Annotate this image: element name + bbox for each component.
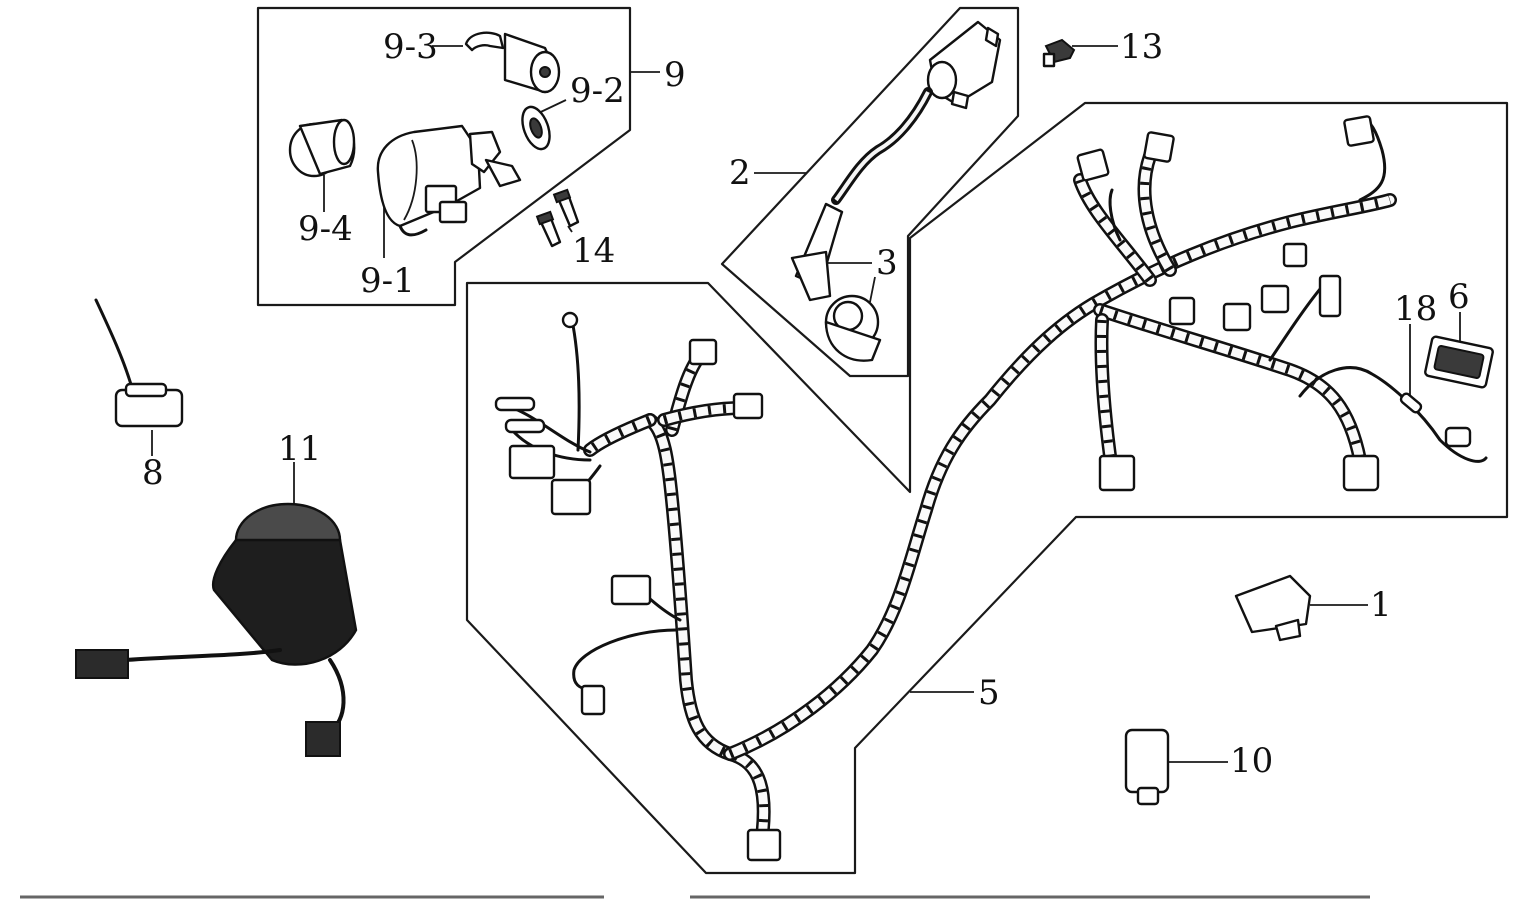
callout-8: 8 (142, 453, 164, 493)
callout-11: 11 (278, 429, 321, 469)
bulb-10 (1124, 728, 1170, 806)
bolt (1042, 38, 1076, 68)
callout-10: 10 (1230, 741, 1273, 781)
callout-5: 5 (978, 673, 1000, 713)
sensor-8 (94, 298, 184, 428)
plug-cap (790, 202, 882, 362)
callout-2: 2 (729, 153, 751, 193)
callout-14: 14 (572, 231, 615, 271)
washer-ring (521, 105, 551, 151)
callout-9-4: 9-4 (298, 209, 353, 249)
ignition-coil-group-frame (720, 6, 1020, 378)
screws (535, 188, 580, 248)
callout-18: 18 (1394, 289, 1437, 329)
ignition-switch-group-frame (256, 6, 632, 307)
harness-connectors (494, 115, 1494, 862)
callout-9-3: 9-3 (383, 27, 438, 67)
switch-cap (288, 118, 356, 178)
ignition-switch-body (376, 124, 522, 237)
fuse-box-1 (1234, 574, 1312, 642)
callout-1: 1 (1370, 585, 1392, 625)
ignition-coil (926, 20, 1002, 110)
callout-9-2: 9-2 (570, 71, 625, 111)
callout-3: 3 (876, 243, 898, 283)
high-tension-lead (831, 87, 933, 205)
callout-9-1: 9-1 (360, 261, 415, 301)
key-cylinder (464, 31, 561, 94)
main-harness-group-frame (465, 101, 1509, 875)
relay-11 (75, 502, 358, 757)
leader-lines (151, 45, 1461, 763)
callout-13: 13 (1120, 27, 1163, 67)
wiring-harness (498, 116, 1488, 859)
callout-6: 6 (1448, 277, 1470, 317)
callout-9: 9 (664, 55, 686, 95)
